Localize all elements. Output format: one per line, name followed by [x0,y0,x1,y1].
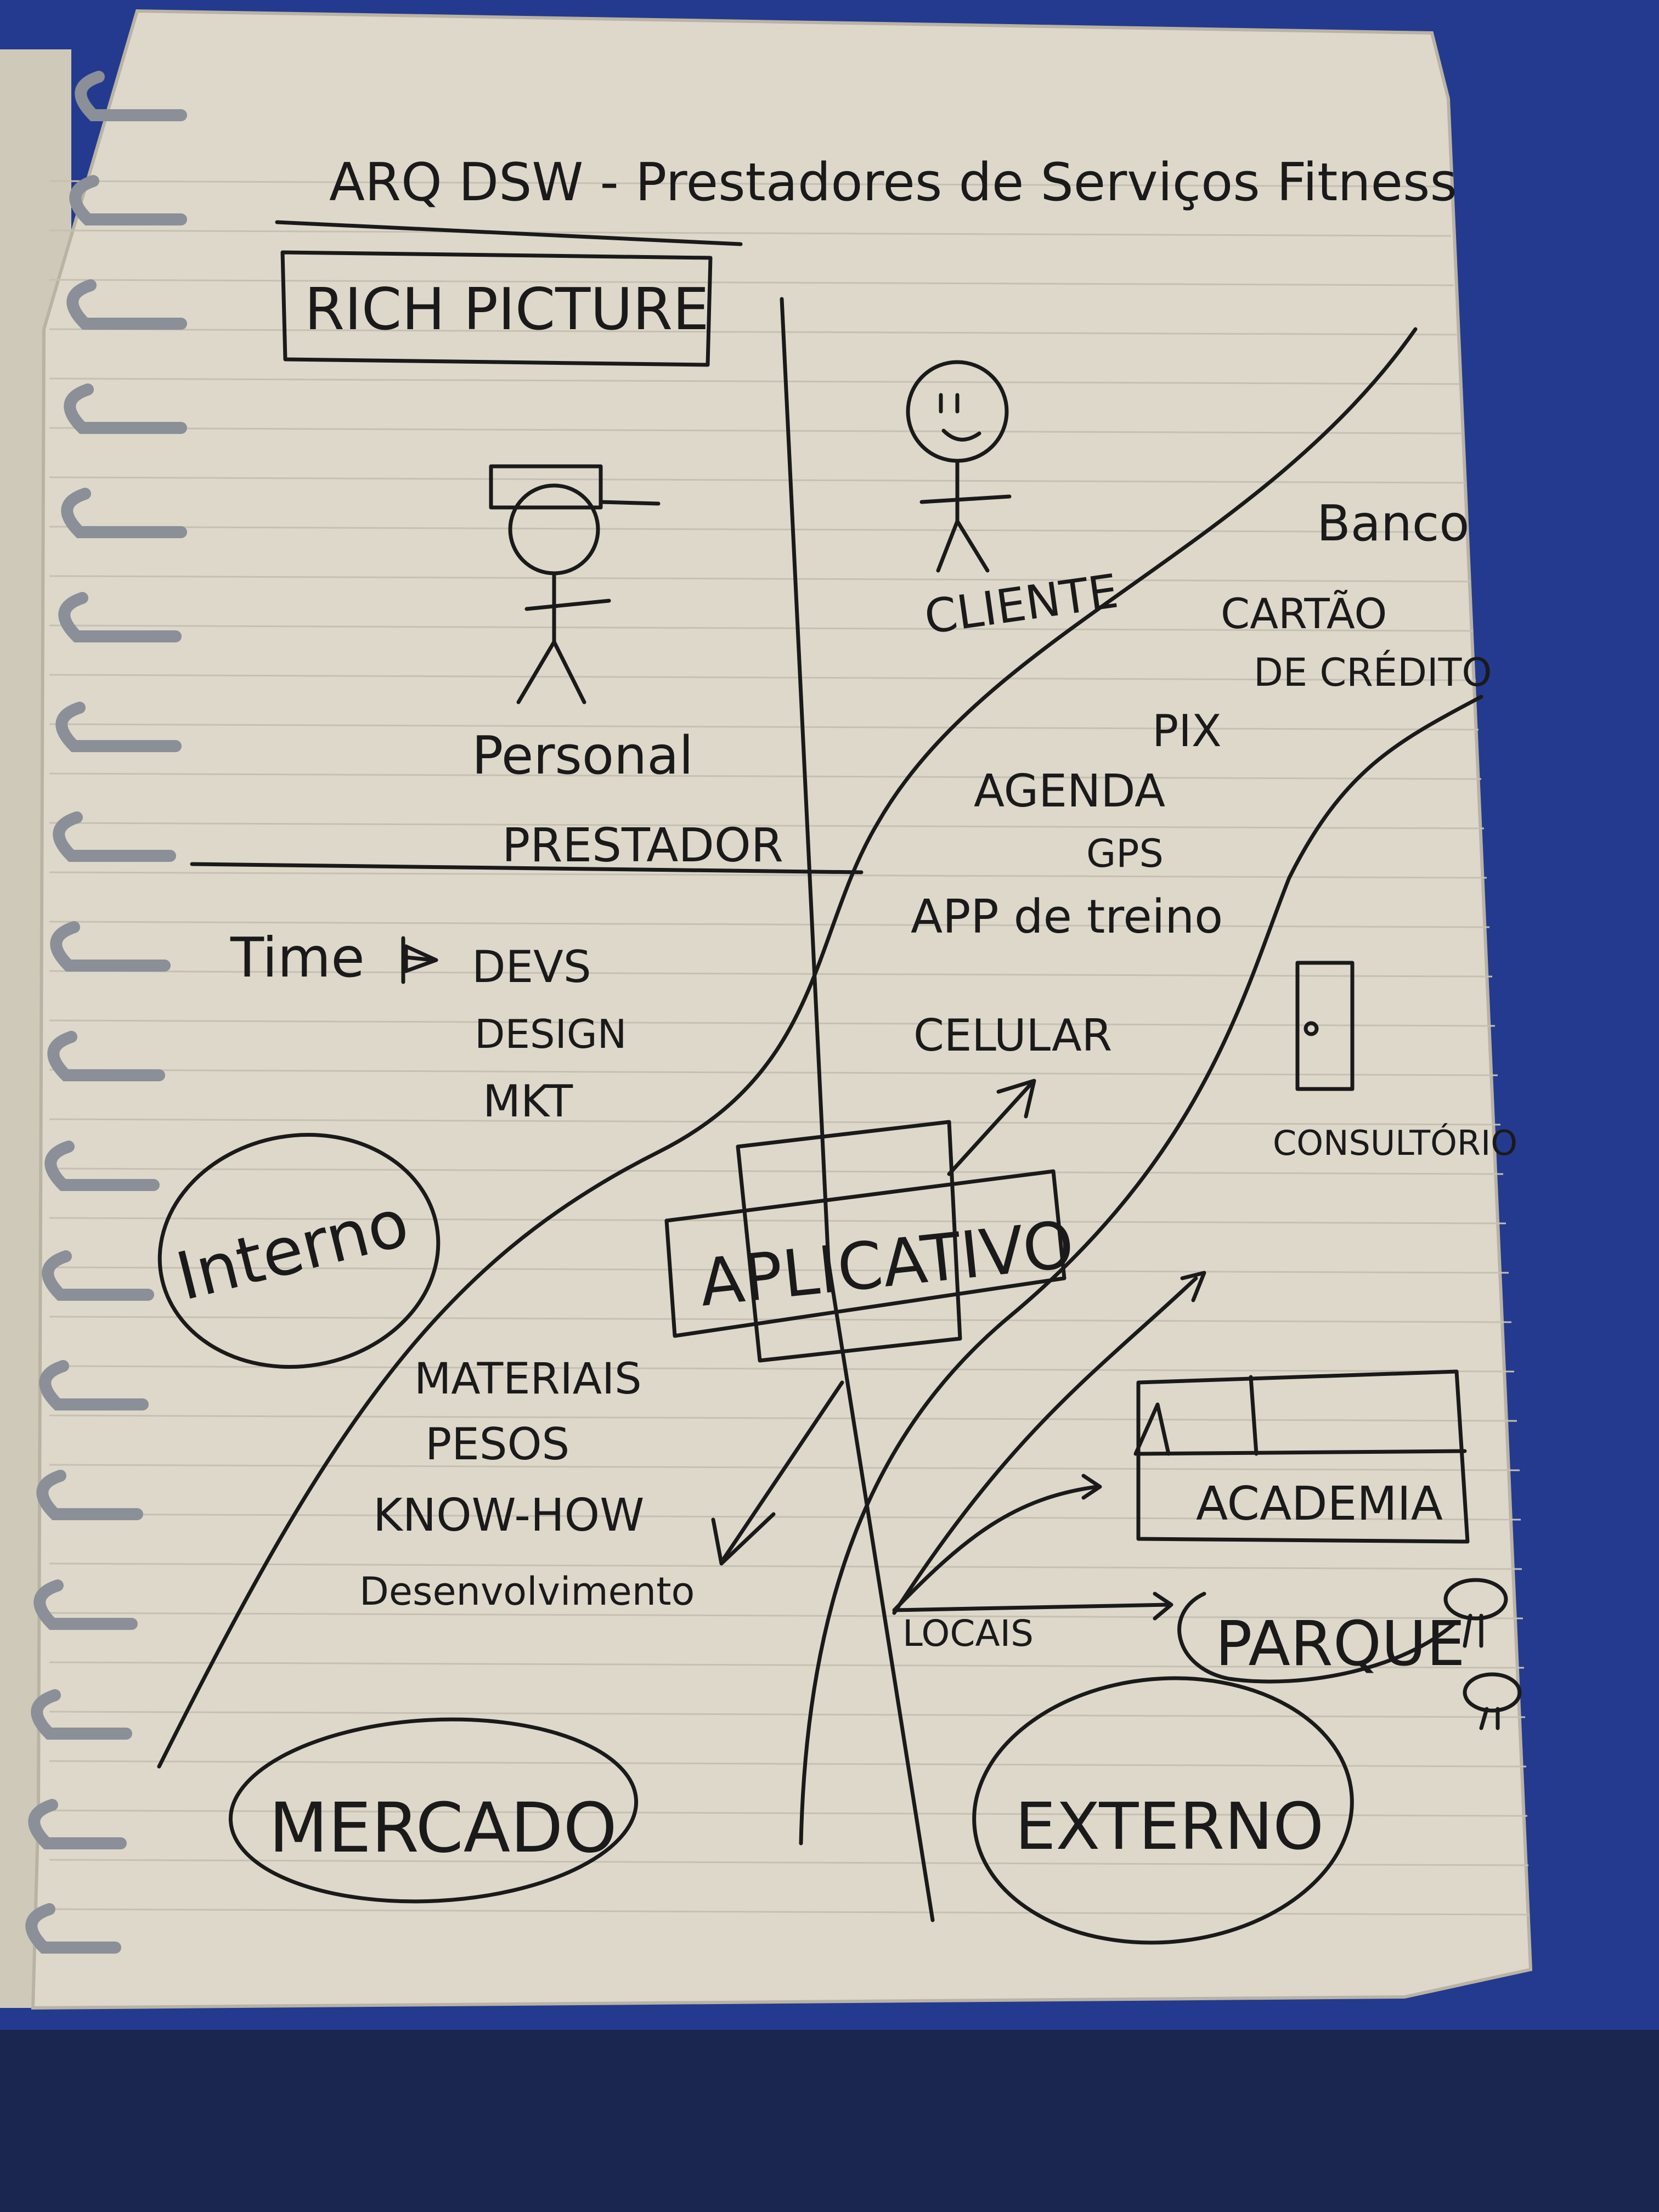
consultorio-label: CONSULTÓRIO [1273,1123,1517,1163]
cartao-label: CARTÃO [1221,589,1387,638]
pesos-label: PESOS [425,1419,569,1470]
locais-label: LOCAIS [902,1612,1034,1655]
agenda-label: AGENDA [974,765,1165,817]
time-item-mkt: MKT [483,1076,573,1127]
tree-icon [1443,1578,1508,1648]
pix-label: PIX [1152,706,1222,757]
personal-cap [489,464,603,510]
spiral-binding [25,71,187,1954]
personal-label: Personal [472,726,693,786]
vertical-divider [780,297,935,1922]
aplicativo-outer-box [664,1169,1066,1338]
celular-label: CELULAR [913,1010,1112,1061]
page-title: ARQ DSW - Prestadores de Serviços Fitnes… [329,153,1457,213]
credito-label: DE CRÉDITO [1254,650,1492,695]
externo-label: EXTERNO [1015,1788,1324,1864]
time-item-design: DESIGN [475,1011,627,1057]
cliente-smile [941,428,981,442]
sketch-lines [157,220,1522,1945]
aplicativo-inner-box [736,1120,962,1363]
interno-ellipse [157,1133,441,1369]
banco-label: Banco [1317,495,1469,552]
parque-label: PARQUE [1215,1609,1465,1680]
time-label: Time [230,926,365,990]
academia-building-icon [1136,1369,1470,1544]
prestador-label: PRESTADOR [502,819,783,873]
mercado-ellipse [228,1717,639,1904]
notebook-page [31,9,1533,2010]
rich-picture-box [280,250,713,367]
external-boundary-curve [799,695,1483,1846]
gps-label: GPS [1086,831,1164,876]
knowhow-label: KNOW-HOW [373,1489,644,1542]
door-icon [1295,961,1355,1091]
externo-ellipse [972,1676,1354,1945]
desenvolvimento-label: Desenvolvimento [359,1569,695,1614]
app-treino-label: APP de treino [911,890,1223,944]
internal-boundary-curve [157,327,1418,1769]
parque-underline [1177,1592,1456,1684]
ruled-lines [49,180,1530,1916]
mercado-label: MERCADO [269,1788,617,1868]
desk-shadow [0,2030,1659,2212]
time-item-devs: DEVS [472,941,591,992]
title-box-top [275,220,743,246]
materiais-label: MATERIAIS [414,1355,642,1404]
tree-icon [1463,1672,1522,1730]
rich-picture-label: RICH PICTURE [304,276,709,343]
horizontal-divider [190,862,864,874]
academia-label: ACADEMIA [1196,1477,1443,1531]
